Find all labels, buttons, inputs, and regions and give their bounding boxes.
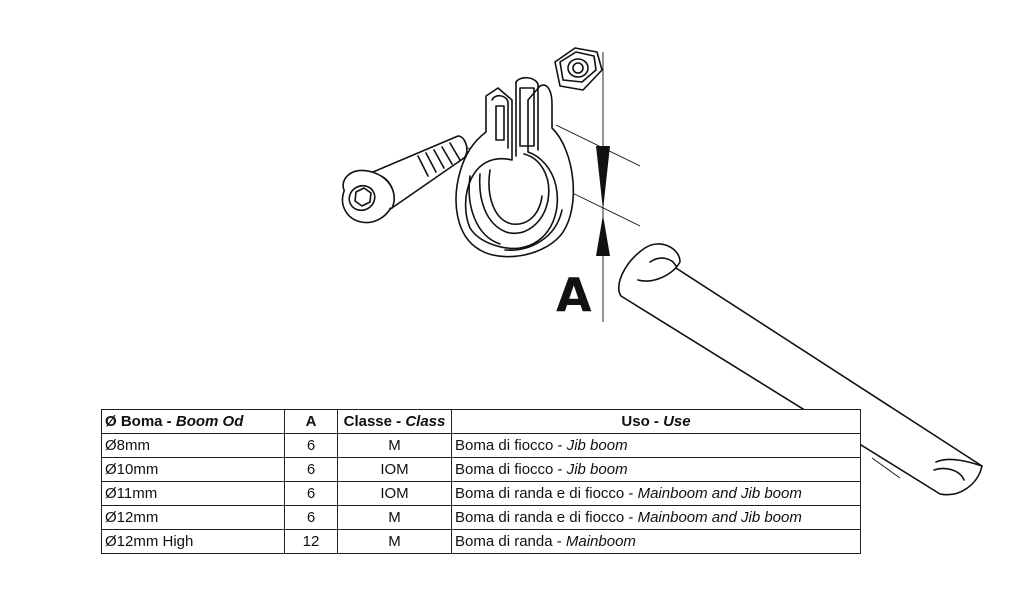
cell-use: Boma di randa - Mainboom [451,529,861,554]
boom-tube [618,243,983,496]
header-boom-od: Ø Boma - Boom Od [101,409,285,434]
socket-screw [341,135,468,224]
header-use: Uso - Use [451,409,861,434]
cell-class: M [337,529,452,554]
dimension-arrows [596,146,610,256]
cell-boom-od: Ø8mm [101,433,285,458]
table-row: Ø12mm 6 M Boma di randa e di fiocco - Ma… [101,505,861,530]
cell-class: IOM [337,457,452,482]
table-row: Ø12mm High 12 M Boma di randa - Mainboom [101,529,861,554]
cell-a: 6 [284,433,338,458]
table-header-row: Ø Boma - Boom Od A Classe - Class Uso - … [101,409,861,434]
cell-boom-od: Ø10mm [101,457,285,482]
header-a: A [284,409,338,434]
cell-boom-od: Ø12mm High [101,529,285,554]
hex-nut [554,47,603,91]
cell-a: 6 [284,457,338,482]
table-row: Ø8mm 6 M Boma di fiocco - Jib boom [101,433,861,458]
clamp [455,76,575,258]
cell-class: M [337,505,452,530]
cell-a: 12 [284,529,338,554]
cell-boom-od: Ø12mm [101,505,285,530]
cell-use: Boma di randa e di fiocco - Mainboom and… [451,481,861,506]
dimension-label-a: A [556,268,592,322]
table-row: Ø10mm 6 IOM Boma di fiocco - Jib boom [101,457,861,482]
cell-use: Boma di fiocco - Jib boom [451,433,861,458]
cell-class: M [337,433,452,458]
cell-use: Boma di fiocco - Jib boom [451,457,861,482]
cell-use: Boma di randa e di fiocco - Mainboom and… [451,505,861,530]
cell-a: 6 [284,481,338,506]
cell-a: 6 [284,505,338,530]
spec-table: Ø Boma - Boom Od A Classe - Class Uso - … [101,409,861,554]
cell-class: IOM [337,481,452,506]
cell-boom-od: Ø11mm [101,481,285,506]
table-row: Ø11mm 6 IOM Boma di randa e di fiocco - … [101,481,861,506]
header-class: Classe - Class [337,409,452,434]
